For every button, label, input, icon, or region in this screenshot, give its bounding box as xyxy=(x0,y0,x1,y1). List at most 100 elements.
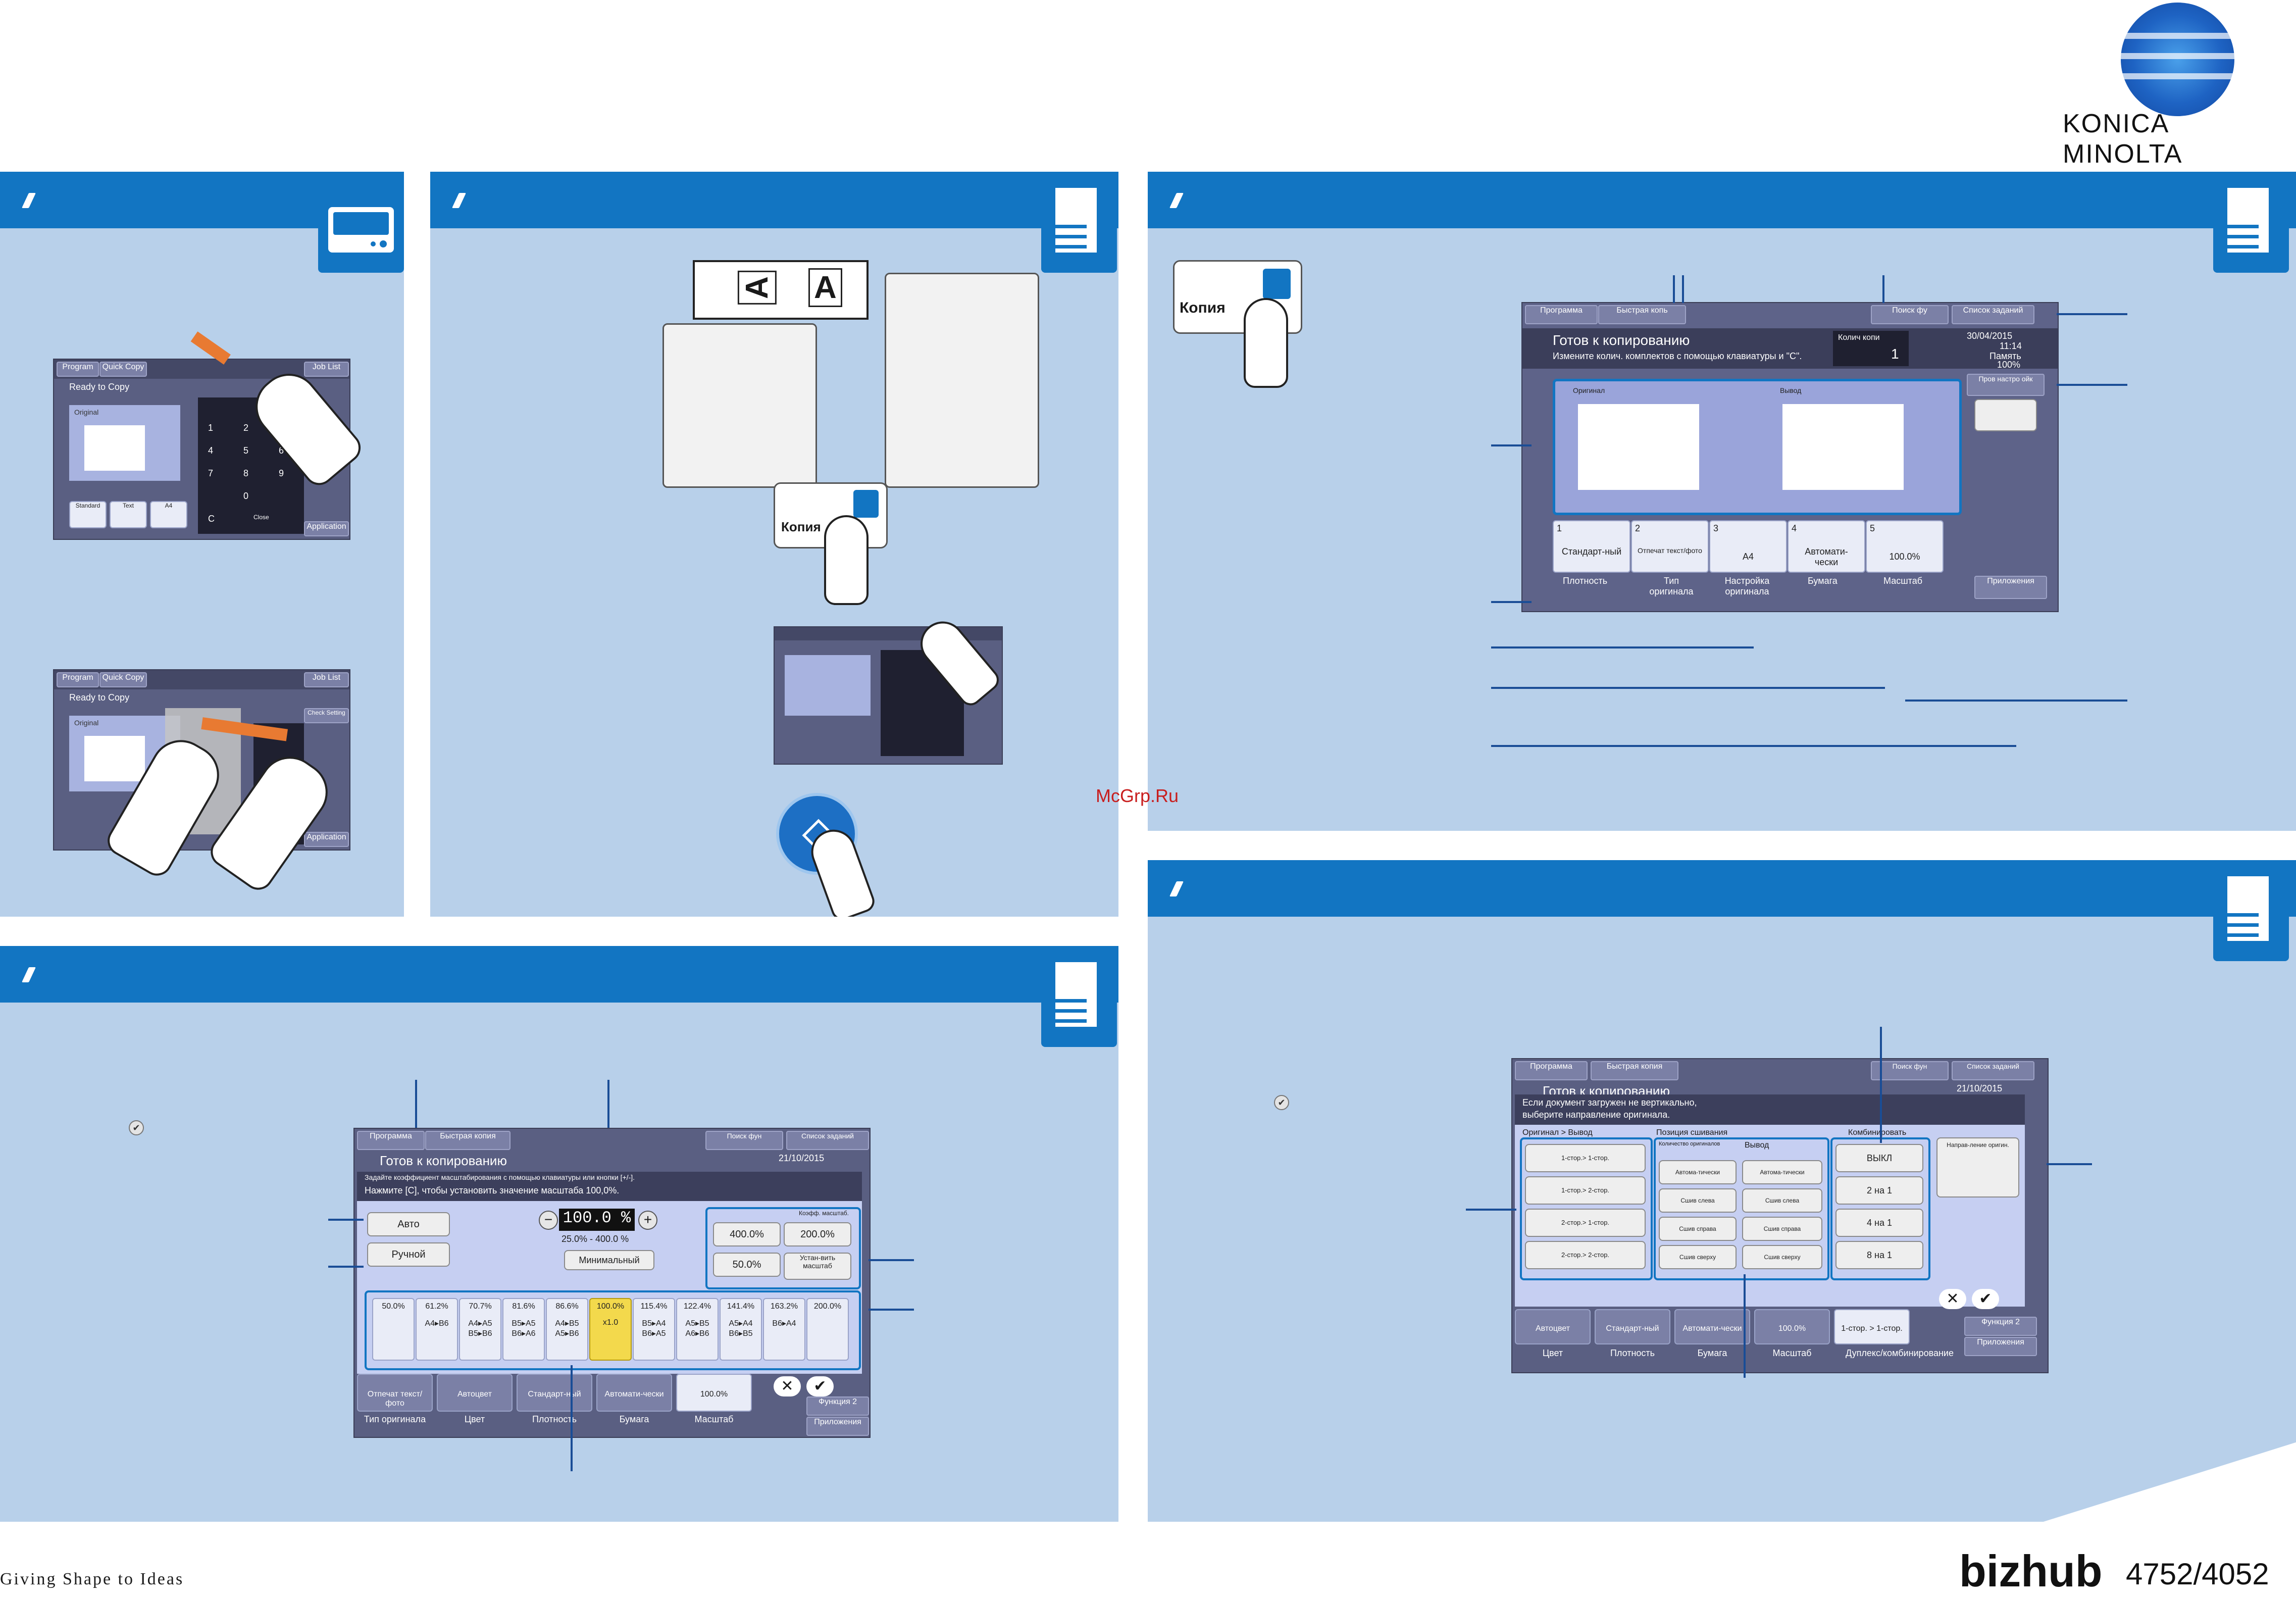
manual-button[interactable]: Ручной xyxy=(367,1242,450,1267)
quick-copy-button[interactable]: Быстрая копия xyxy=(1591,1061,1678,1080)
under-tile[interactable]: Автоцвет xyxy=(437,1374,513,1412)
keypad-key-0[interactable]: 0 xyxy=(243,491,249,501)
combine-button[interactable]: 8 на 1 xyxy=(1835,1241,1923,1269)
binding-original-button[interactable]: Сшив слева xyxy=(1659,1188,1737,1213)
quick-copy-button[interactable]: Quick Copy xyxy=(99,362,147,377)
duplex-mode-button[interactable]: 2-стор.> 1-стор. xyxy=(1525,1209,1646,1237)
program-button[interactable]: Программа xyxy=(1515,1061,1588,1080)
job-list-button[interactable]: Job List xyxy=(304,672,349,687)
zoom-preset-button[interactable]: 70.7%A4▸A5 B5▸B6 xyxy=(459,1298,501,1361)
program-button[interactable]: Program xyxy=(57,672,99,687)
under-tile[interactable]: Автомати-чески xyxy=(596,1374,672,1412)
close-icon[interactable]: ✕ xyxy=(1939,1289,1966,1309)
search-function-button[interactable]: Поиск фун xyxy=(1871,1061,1949,1080)
job-list-button[interactable]: Список заданий xyxy=(1952,1061,2034,1080)
set-zoom-button[interactable]: Устан-вить масштаб xyxy=(784,1253,851,1280)
under-tile[interactable]: Стандарт-ный xyxy=(1595,1309,1670,1344)
function2-button[interactable]: Функция 2 xyxy=(1964,1317,2037,1336)
auto-button[interactable]: Авто xyxy=(367,1212,450,1236)
close-icon[interactable]: ✕ xyxy=(774,1376,801,1396)
quick-copy-button[interactable]: Быстрая копь xyxy=(1598,305,1686,324)
zoom-preset-button[interactable]: 200.0% xyxy=(806,1298,849,1361)
program-button[interactable]: Программа xyxy=(1525,305,1598,324)
under-tile[interactable]: Стандарт-ный xyxy=(517,1374,592,1412)
copies-value[interactable]: 1 xyxy=(1891,346,1899,362)
combine-button[interactable]: 4 на 1 xyxy=(1835,1209,1923,1237)
keypad-close[interactable]: Close xyxy=(253,514,269,521)
program-button[interactable]: Программа xyxy=(357,1131,425,1150)
application-button[interactable]: Приложения xyxy=(1964,1337,2037,1356)
quick-copy-button[interactable]: Quick Copy xyxy=(99,672,147,687)
zoom-preset-button[interactable]: 115.4%B5▸A4 B6▸A5 xyxy=(633,1298,675,1361)
duplex-mode-button[interactable]: 2-стор.> 2-стор. xyxy=(1525,1241,1646,1269)
ok-icon[interactable]: ✔ xyxy=(1972,1289,1999,1309)
check-setting-button[interactable]: Пров настро ойк xyxy=(1967,374,2045,396)
zoom-preset-button[interactable]: 122.4%A5▸B5 A6▸B6 xyxy=(676,1298,719,1361)
job-list-button[interactable]: Job List xyxy=(304,362,349,377)
zoom-preset-button[interactable]: 141.4%A5▸A4 B6▸B5 xyxy=(720,1298,762,1361)
application-button[interactable]: Приложения xyxy=(1974,576,2047,599)
minimal-button[interactable]: Минимальный xyxy=(564,1250,654,1270)
application-button[interactable]: Приложения xyxy=(806,1417,869,1436)
tab-original-type[interactable]: Text xyxy=(110,501,147,528)
keypad-key-8[interactable]: 8 xyxy=(243,468,249,478)
preview-button[interactable] xyxy=(1974,399,2037,431)
under-tile[interactable]: 100.0% xyxy=(676,1374,752,1412)
preset-50-button[interactable]: 50.0% xyxy=(713,1253,781,1277)
preset-400-button[interactable]: 400.0% xyxy=(713,1222,781,1246)
keypad-key-clear[interactable]: C xyxy=(208,514,215,524)
under-tile[interactable]: Автомати-чески xyxy=(1674,1309,1750,1344)
zoom-preset-button[interactable]: 163.2%B6▸A4 xyxy=(763,1298,805,1361)
zoom-preset-button[interactable]: 50.0% xyxy=(372,1298,415,1361)
quick-copy-button[interactable]: Быстрая копия xyxy=(425,1131,511,1150)
binding-original-button[interactable]: Сшив сверху xyxy=(1659,1245,1737,1269)
binding-original-button[interactable]: Сшив справа xyxy=(1659,1217,1737,1241)
job-list-button[interactable]: Список заданий xyxy=(1952,305,2034,324)
binding-output-button[interactable]: Сшив слева xyxy=(1742,1188,1822,1213)
under-tile[interactable]: 100.0% xyxy=(1754,1309,1830,1344)
binding-output-button[interactable]: Сшив сверху xyxy=(1742,1245,1822,1269)
zoom-preset-button[interactable]: 81.6%B5▸A5 B6▸A6 xyxy=(502,1298,545,1361)
duplex-mode-button[interactable]: 1-стор.> 2-стор. xyxy=(1525,1176,1646,1205)
binding-original-button[interactable]: Автома-тически xyxy=(1659,1160,1737,1184)
zoom-preset-button[interactable]: 100.0%x1.0 xyxy=(589,1298,632,1361)
ok-icon[interactable]: ✔ xyxy=(806,1376,834,1396)
keypad-key-5[interactable]: 5 xyxy=(243,445,249,456)
job-list-button[interactable]: Список заданий xyxy=(786,1131,869,1150)
combine-button[interactable]: ВЫКЛ xyxy=(1835,1144,1923,1172)
under-tile[interactable]: Отпечат текст/фото xyxy=(357,1374,433,1412)
preset-200-button[interactable]: 200.0% xyxy=(784,1222,851,1246)
program-button[interactable]: Program xyxy=(57,362,99,377)
search-function-button[interactable]: Поиск фун xyxy=(705,1131,783,1150)
application-button[interactable]: Application xyxy=(304,521,349,536)
check-setting-button[interactable]: Check Setting xyxy=(304,708,349,723)
keypad-key-2[interactable]: 2 xyxy=(243,423,249,433)
tab-density[interactable]: Standard xyxy=(69,501,107,528)
keypad-key-4[interactable]: 4 xyxy=(208,445,214,456)
under-tile[interactable]: 1-стор. > 1-стор. xyxy=(1834,1309,1910,1344)
binding-output-button[interactable]: Сшив справа xyxy=(1742,1217,1822,1241)
tab-original-setting[interactable]: A4 xyxy=(150,501,187,528)
search-function-button[interactable]: Поиск фу xyxy=(1871,305,1949,324)
binding-output-button[interactable]: Автома-тически xyxy=(1742,1160,1822,1184)
keypad-key-6[interactable]: 6 xyxy=(279,445,284,456)
keypad-key-7[interactable]: 7 xyxy=(208,468,214,478)
application-button[interactable]: Application xyxy=(304,832,349,847)
minus-button[interactable]: − xyxy=(539,1211,558,1230)
zoom-preset-button[interactable]: 61.2%A4▸B6 xyxy=(416,1298,458,1361)
keypad-key-9[interactable]: 9 xyxy=(279,468,284,478)
zoom-preset-button[interactable]: 86.6%A4▸B5 A5▸B6 xyxy=(546,1298,588,1361)
function2-button[interactable]: Функция 2 xyxy=(806,1396,869,1416)
keypad-key-1[interactable]: 1 xyxy=(208,423,214,433)
under-tile[interactable]: Автоцвет xyxy=(1515,1309,1591,1344)
orientation-button[interactable]: Направ-ление оригин. xyxy=(1936,1137,2019,1197)
zoom-value-display[interactable]: 100.0 % xyxy=(559,1209,635,1231)
combine-button[interactable]: 2 на 1 xyxy=(1835,1176,1923,1205)
plus-button[interactable]: + xyxy=(638,1211,657,1230)
duplex-mode-button[interactable]: 1-стор.> 1-стор. xyxy=(1525,1144,1646,1172)
